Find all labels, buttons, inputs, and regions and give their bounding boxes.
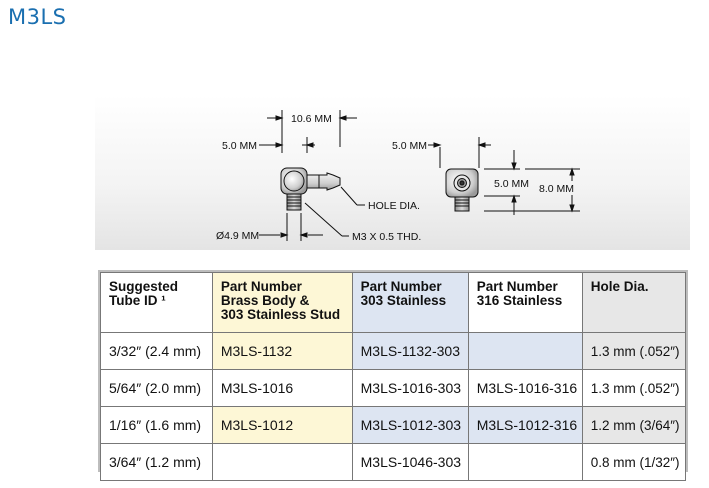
width-dimension-label: 10.6 MM	[291, 113, 332, 125]
table-row: 3/32″ (2.4 mm) M3LS-1132 M3LS-1132-303 1…	[100, 332, 687, 370]
cell-316-part	[467, 332, 583, 370]
fitting-technical-drawing: 10.6 MM 5.0 MM HOLE DIA. Ø4.9 MM M3 X 0.…	[216, 110, 580, 243]
cell-brass-part: M3LS-1016	[211, 369, 353, 407]
header-303: Part Number 303 Stainless	[351, 272, 469, 333]
cell-303-part: M3LS-1132-303	[351, 332, 469, 370]
part-number-table: Suggested Tube ID ¹ Part Number Brass Bo…	[100, 272, 687, 481]
thread-label: M3 X 0.5 THD.	[352, 231, 421, 243]
header-line: Part Number	[360, 279, 442, 294]
diameter-label: Ø4.9 MM	[216, 230, 259, 242]
header-line: Suggested	[109, 279, 179, 294]
header-316: Part Number 316 Stainless	[467, 272, 583, 333]
cell-316-part: M3LS-1016-316	[467, 369, 583, 407]
hole-dia-label: HOLE DIA.	[368, 200, 420, 212]
header-line: 303 Stainless Stud	[220, 307, 341, 322]
table-row: 5/64″ (2.0 mm) M3LS-1016 M3LS-1016-303 M…	[100, 369, 687, 407]
cell-hole-dia: 0.8 mm (1/32″)	[581, 443, 687, 481]
cell-tube-id: 3/32″ (2.4 mm)	[100, 332, 213, 370]
cell-hole-dia: 1.3 mm (.052″)	[581, 369, 687, 407]
cell-brass-part: M3LS-1132	[211, 332, 353, 370]
table-row: 1/16″ (1.6 mm) M3LS-1012 M3LS-1012-303 M…	[100, 406, 687, 444]
right-inner-5mm-label: 5.0 MM	[494, 178, 529, 190]
cell-316-part	[467, 443, 583, 481]
header-brass: Part Number Brass Body & 303 Stainless S…	[211, 272, 353, 333]
right-5mm-label: 5.0 MM	[392, 140, 427, 152]
header-line: Tube ID ¹	[109, 293, 166, 308]
left-5mm-label: 5.0 MM	[222, 140, 257, 152]
header-line: Hole Dia.	[590, 279, 649, 294]
cell-hole-dia: 1.2 mm (3/64″)	[581, 406, 687, 444]
cell-303-part: M3LS-1012-303	[351, 406, 469, 444]
header-line: Brass Body &	[220, 293, 310, 308]
page-title: M3LS	[8, 5, 67, 29]
end-view	[428, 137, 580, 215]
header-line: 316 Stainless	[476, 293, 563, 308]
header-line: 303 Stainless	[360, 293, 447, 308]
cell-tube-id: 3/64″ (1.2 mm)	[100, 443, 213, 481]
part-table-frame: Suggested Tube ID ¹ Part Number Brass Bo…	[98, 270, 688, 481]
cell-brass-part	[211, 443, 353, 481]
cell-316-part: M3LS-1012-316	[467, 406, 583, 444]
side-view	[259, 110, 365, 241]
header-hole-dia: Hole Dia.	[581, 272, 687, 333]
drawing-background	[95, 95, 690, 250]
cell-tube-id: 5/64″ (2.0 mm)	[100, 369, 213, 407]
header-line: Part Number	[476, 279, 558, 294]
header-tube-id: Suggested Tube ID ¹	[100, 272, 213, 333]
height-8mm-label: 8.0 MM	[539, 183, 574, 195]
cell-tube-id: 1/16″ (1.6 mm)	[100, 406, 213, 444]
header-line: Part Number	[220, 279, 302, 294]
table-header-row: Suggested Tube ID ¹ Part Number Brass Bo…	[100, 272, 687, 333]
table-row: 3/64″ (1.2 mm) M3LS-1046-303 0.8 mm (1/3…	[100, 443, 687, 481]
cell-303-part: M3LS-1046-303	[351, 443, 469, 481]
cell-hole-dia: 1.3 mm (.052″)	[581, 332, 687, 370]
cell-brass-part: M3LS-1012	[211, 406, 353, 444]
cell-303-part: M3LS-1016-303	[351, 369, 469, 407]
